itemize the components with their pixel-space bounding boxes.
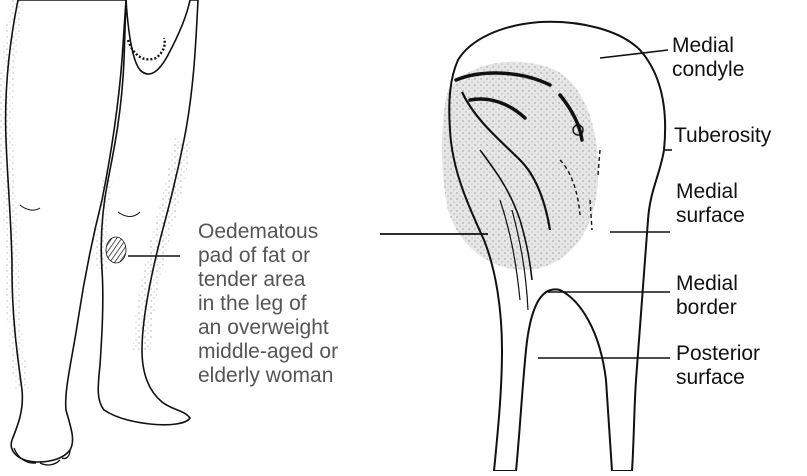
annotation-line-4: in the leg of [198,292,338,316]
label-medial-border-line-2: border [676,296,738,320]
label-tuberosity-line-1: Tuberosity [674,124,771,148]
annotation-line-7: elderly woman [198,364,338,388]
label-medial-condyle: Medial condyle [672,34,744,82]
oedema-annotation: Oedematous pad of fat or tender area in … [198,220,338,388]
label-medial-border-line-1: Medial [676,272,738,296]
medial-condyle-leader [600,50,668,58]
label-medial-surface: Medial surface [676,180,745,228]
annotation-line-2: pad of fat or [198,244,338,268]
label-posterior-surface-line-2: surface [676,366,760,390]
label-medial-surface-line-2: surface [676,204,745,228]
label-medial-border: Medial border [676,272,738,320]
annotation-line-3: tender area [198,268,338,292]
label-medial-condyle-line-2: condyle [672,58,744,82]
oedematous-area-mark [106,237,126,263]
label-posterior-surface-line-1: Posterior [676,342,760,366]
label-medial-surface-line-1: Medial [676,180,745,204]
annotation-line-5: an overweight [198,316,338,340]
legs-figure [6,0,198,465]
annotation-line-1: Oedematous [198,220,338,244]
label-medial-condyle-line-1: Medial [672,34,744,58]
label-posterior-surface: Posterior surface [676,342,760,390]
tibia-figure [380,22,672,471]
annotation-line-6: middle-aged or [198,340,338,364]
label-tuberosity: Tuberosity [674,124,771,148]
